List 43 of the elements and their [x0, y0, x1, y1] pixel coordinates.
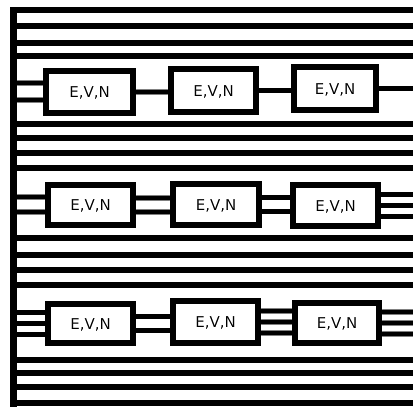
- box-label: E,V,N: [196, 196, 236, 214]
- connector-line: [14, 310, 45, 315]
- process-box: [45, 301, 136, 346]
- process-box: [168, 66, 259, 115]
- connector-line: [136, 90, 168, 94]
- box-label: E,V,N: [70, 314, 111, 332]
- connector-line: [382, 310, 413, 314]
- process-box: [170, 298, 261, 346]
- process-box: [291, 64, 379, 113]
- connector-line: [14, 80, 43, 86]
- connector-line: [14, 98, 43, 102]
- connector-line: [262, 209, 290, 214]
- process-box: [45, 182, 136, 228]
- process-box: [290, 182, 381, 229]
- connector-line: [379, 86, 413, 91]
- process-box: [170, 181, 262, 228]
- connector-line: [14, 321, 45, 326]
- box-label: E,V,N: [316, 314, 358, 332]
- connector-line: [381, 214, 413, 219]
- box-label: E,V,N: [315, 196, 356, 214]
- box-label: E,V,N: [195, 313, 236, 331]
- box-label: E,V,N: [314, 80, 356, 98]
- box-label: E,V,N: [69, 83, 110, 101]
- connector-line: [259, 88, 291, 93]
- connector-line: [136, 210, 170, 214]
- connector-line: [14, 332, 45, 337]
- connector-line: [14, 194, 45, 200]
- connector-line: [136, 196, 170, 200]
- connector-line: [136, 314, 170, 319]
- connector-line: [382, 332, 413, 336]
- process-box: [43, 68, 136, 116]
- box-label: E,V,N: [70, 196, 111, 214]
- connector-line: [14, 210, 45, 214]
- connector-line: [136, 328, 170, 333]
- connector-line: [381, 192, 413, 197]
- connector-line: [261, 330, 292, 336]
- connector-line: [261, 320, 292, 324]
- connector-line: [261, 308, 292, 314]
- process-box: [292, 300, 382, 346]
- connector-line: [381, 203, 413, 208]
- connector-line: [382, 320, 413, 326]
- box-label: E,V,N: [193, 82, 234, 100]
- connector-line: [262, 195, 290, 200]
